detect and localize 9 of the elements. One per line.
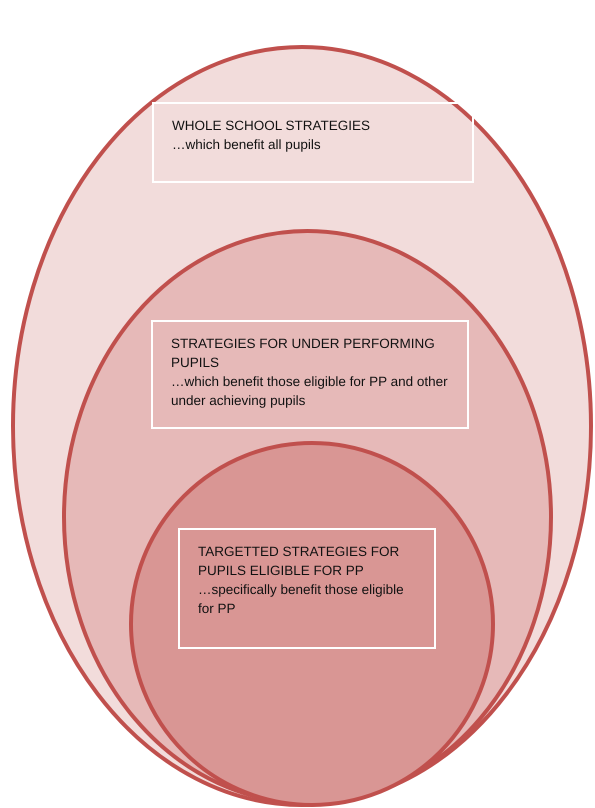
description-text: …which benefit those eligible for PP and other under achieving pupils [171,373,449,410]
heading-text: WHOLE SCHOOL STRATEGIES [172,117,372,135]
description-text: …which benefit all pupils [172,136,322,154]
text-box [178,528,436,649]
text-box [152,102,474,183]
heading-text: STRATEGIES FOR UNDER PERFORMING PUPILS [171,335,436,372]
description-text: …specifically benefit those eligible for PP [198,581,405,618]
heading-text: TARGETTED STRATEGIES FOR PUPILS ELIGIBLE FOR PP [198,543,400,580]
text-box [151,320,469,429]
